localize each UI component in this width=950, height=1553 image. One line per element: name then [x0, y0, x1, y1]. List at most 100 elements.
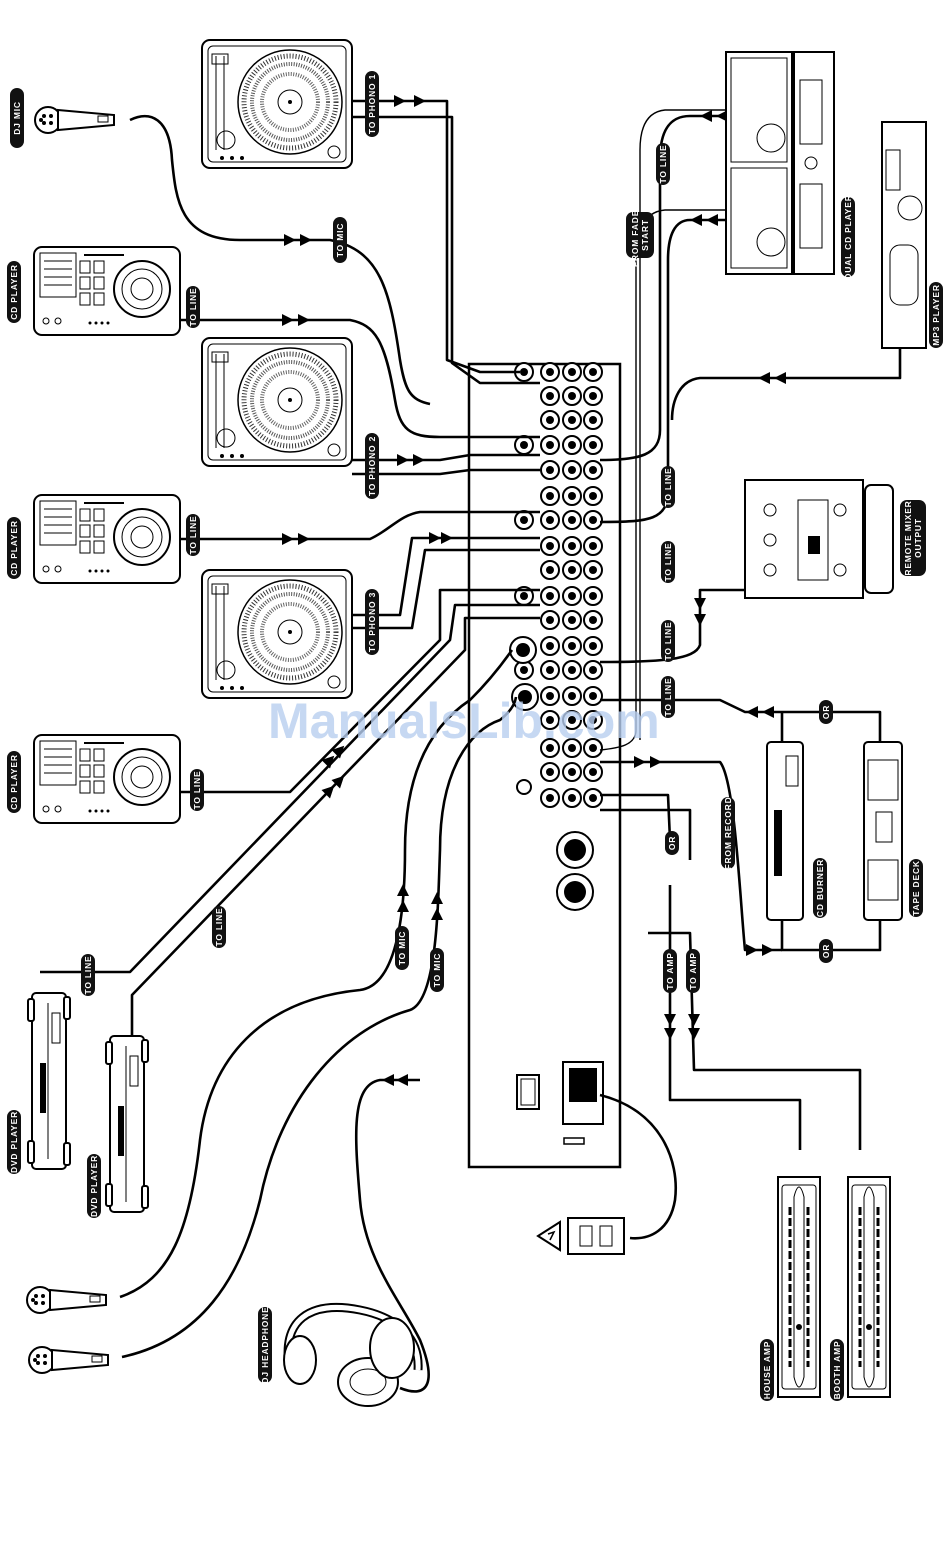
rca-jack-center	[546, 794, 554, 802]
booth-amp-device	[846, 1175, 892, 1399]
label-text: CD BURNER	[815, 859, 825, 917]
turntable-1	[202, 40, 352, 168]
label-text: TO LINE	[188, 516, 198, 555]
label-dvd-player-2: DVD PLAYER	[87, 1154, 101, 1218]
label-to-line-cd1: TO LINE	[186, 286, 200, 328]
label-text: TAPE DECK	[911, 860, 921, 916]
rca-jack-center	[568, 794, 576, 802]
rca-jack-center	[568, 542, 576, 550]
rca-jack-center	[589, 592, 597, 600]
label-to-line-dualcd: TO LINE	[656, 143, 670, 185]
rca-jack-center	[568, 666, 576, 674]
rca-jack-center	[589, 744, 597, 752]
label-pill	[212, 906, 226, 948]
signal-arrow	[397, 884, 409, 896]
dual-cd-player-device	[725, 51, 835, 275]
label-dvd-player-1: DVD PLAYER	[7, 1110, 21, 1174]
watermark: ManualsLib.com	[268, 693, 660, 749]
rca-jack-center	[546, 392, 554, 400]
rca-jack-center	[568, 416, 576, 424]
label-pill	[819, 939, 833, 963]
label-to-line-cd2: TO LINE	[186, 514, 200, 556]
label-pill	[395, 926, 409, 970]
rca-jack-center	[568, 516, 576, 524]
label-pill	[87, 1154, 101, 1218]
label-text: TO LINE	[83, 956, 93, 995]
label-text: OR	[821, 944, 831, 958]
signal-arrow	[664, 1028, 676, 1040]
label-text: MP3 PLAYER	[931, 284, 941, 346]
rca-jack-center	[546, 768, 554, 776]
label-pill	[7, 1110, 21, 1174]
rca-jack-center	[546, 566, 554, 574]
label-to-line-4: TO LINE	[661, 541, 675, 583]
signal-arrow	[688, 1014, 700, 1026]
label-pill	[721, 797, 735, 869]
signal-arrow	[700, 110, 712, 122]
turntable-2	[202, 338, 352, 466]
label-text: TO LINE	[663, 622, 673, 661]
label-text: START	[640, 219, 650, 251]
rca-jack-center	[546, 416, 554, 424]
signal-arrow	[298, 533, 310, 545]
label-pill	[661, 541, 675, 583]
signal-arrow	[746, 944, 758, 956]
rca-jack-center	[546, 466, 554, 474]
rca-jack-center	[546, 744, 554, 752]
label-text: DJ MIC	[12, 101, 22, 135]
label-cd-player-1: CD PLAYER	[7, 261, 21, 323]
dj-mic-device	[34, 106, 115, 134]
label-to-phono-2: TO PHONO 2	[365, 433, 379, 499]
label-text: FROM FADER	[630, 203, 640, 267]
rca-jack-center	[546, 692, 554, 700]
rca-jack-center	[568, 768, 576, 776]
label-pill	[819, 700, 833, 724]
label-text: TO LINE	[663, 678, 673, 717]
label-dual-cd-player: DUAL CD PLAYER	[841, 194, 855, 280]
signal-arrow	[396, 1074, 408, 1086]
label-pill	[663, 949, 677, 993]
label-pill	[365, 71, 379, 137]
signal-arrow	[282, 314, 294, 326]
rca-jack-center	[546, 441, 554, 449]
signal-arrow	[397, 454, 409, 466]
cd-player-1	[33, 246, 181, 336]
label-pill	[258, 1307, 272, 1383]
label-pill	[686, 949, 700, 993]
rca-jack-center	[546, 616, 554, 624]
signal-arrow	[429, 532, 441, 544]
rca-jack-center	[589, 466, 597, 474]
mp3-player-device	[881, 121, 927, 349]
signal-arrow	[397, 900, 409, 912]
label-pill	[81, 954, 95, 996]
signal-arrow	[298, 314, 310, 326]
label-text: DVD PLAYER	[9, 1111, 19, 1173]
signal-arrow	[706, 214, 718, 226]
signal-arrow	[694, 598, 706, 610]
rca-jack-center	[568, 492, 576, 500]
label-cd-player-2: CD PLAYER	[7, 517, 21, 579]
label-text: TO LINE	[192, 771, 202, 810]
rca-jack-center	[546, 368, 554, 376]
label-to-phono-1: TO PHONO 1	[365, 71, 379, 137]
rca-jack-center	[568, 716, 576, 724]
label-dj-headphone: DJ HEADPHONE	[258, 1306, 272, 1384]
label-text: TO LINE	[663, 468, 673, 507]
label-to-mic-top: TO MIC	[333, 217, 347, 263]
rca-jack-center	[589, 416, 597, 424]
label-text: TO MIC	[432, 953, 442, 987]
label-pill	[626, 212, 654, 258]
rca-jack-center	[589, 692, 597, 700]
signal-arrow	[300, 234, 312, 246]
rca-jack-center	[589, 716, 597, 724]
label-pill	[7, 517, 21, 579]
rca-jack-center	[589, 516, 597, 524]
rca-jack-center	[520, 592, 528, 600]
label-mp3-player: MP3 PLAYER	[929, 282, 943, 348]
signal-arrow	[746, 706, 758, 718]
rca-jack-center	[546, 492, 554, 500]
rca-jack-center	[568, 392, 576, 400]
rca-jack-center	[546, 666, 554, 674]
remote-mixer-device	[744, 479, 894, 599]
